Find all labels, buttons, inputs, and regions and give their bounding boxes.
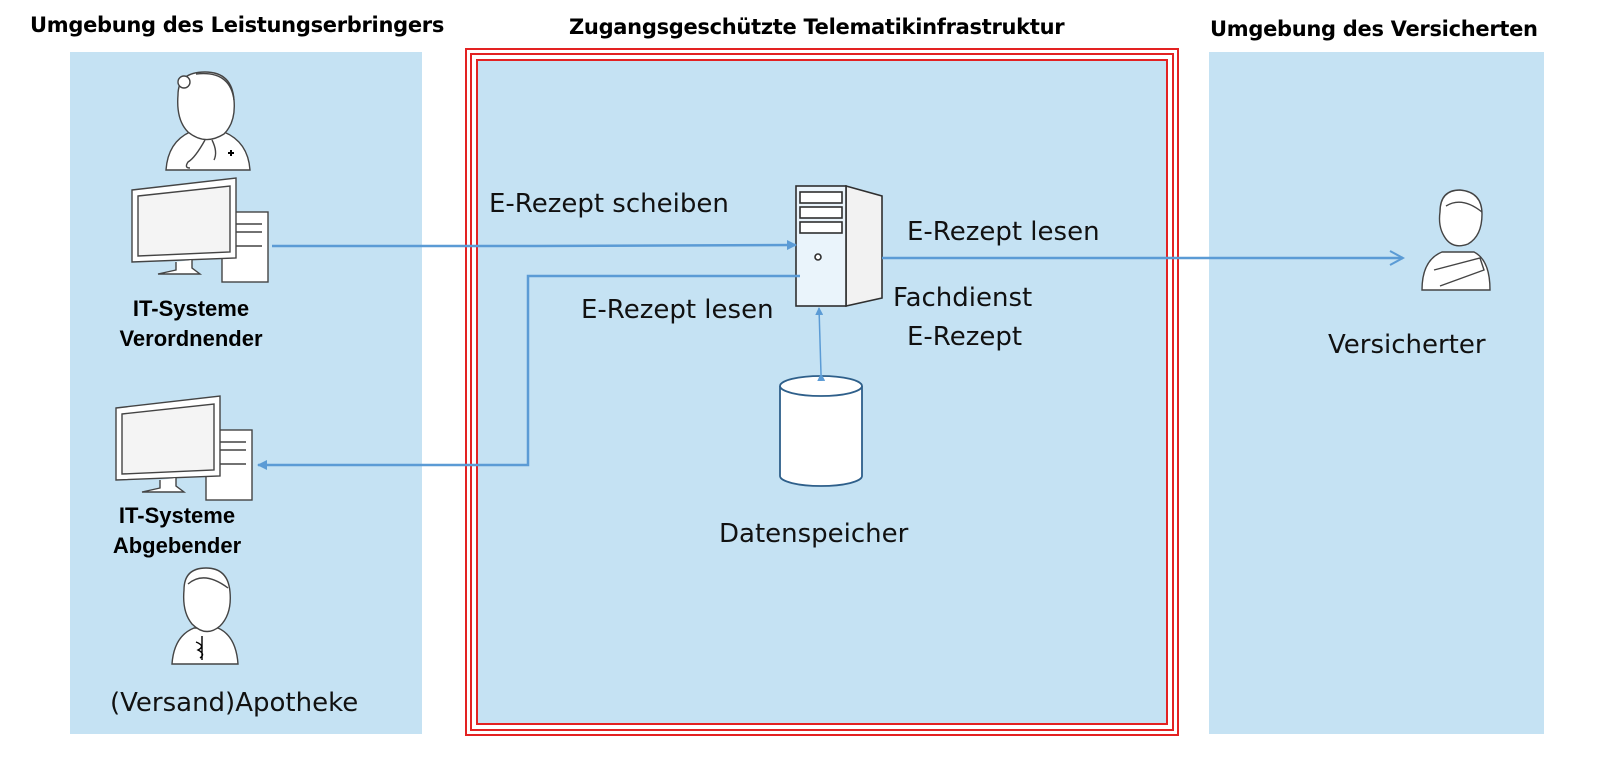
insured-environment-heading: Umgebung des Versicherten: [1210, 17, 1538, 41]
server-icon: [795, 184, 883, 307]
service-label-line2: E-Rezept: [907, 322, 1023, 352]
service-label-line1: Fachdienst: [893, 283, 1033, 313]
provider-environment-heading: Umgebung des Leistungserbringers: [30, 13, 445, 37]
dispenser-label: IT-Systeme Abgebender: [82, 501, 272, 561]
doctor-icon: [165, 71, 251, 171]
storage-link: [815, 307, 826, 382]
dispenser-label-line1: IT-Systeme: [118, 503, 236, 528]
computer-icon: [115, 395, 253, 501]
insured-environment-panel: [1209, 52, 1544, 734]
insured-label: Versicherter: [1328, 330, 1486, 360]
prescriber-label: IT-Systeme Verordnender: [96, 294, 286, 354]
pharmacy-label: (Versand)Apotheke: [110, 688, 359, 718]
write-arrow: [272, 240, 797, 251]
pharmacist-icon: [171, 567, 239, 665]
write-edge-label: E-Rezept scheiben: [489, 189, 729, 219]
database-icon: [779, 375, 863, 487]
computer-icon: [131, 177, 269, 283]
read-insured-edge-label: E-Rezept lesen: [907, 217, 1100, 247]
read-pharmacy-arrow: [257, 274, 800, 470]
patient-icon: [1421, 189, 1491, 291]
read-pharmacy-edge-label: E-Rezept lesen: [581, 295, 774, 325]
telematics-heading: Zugangsgeschützte Telematikinfrastruktur: [569, 15, 1065, 39]
prescriber-label-line1: IT-Systeme: [132, 296, 250, 321]
dispenser-label-line2: Abgebender: [112, 533, 242, 558]
prescriber-label-line2: Verordnender: [119, 326, 263, 351]
storage-label: Datenspeicher: [719, 519, 909, 549]
